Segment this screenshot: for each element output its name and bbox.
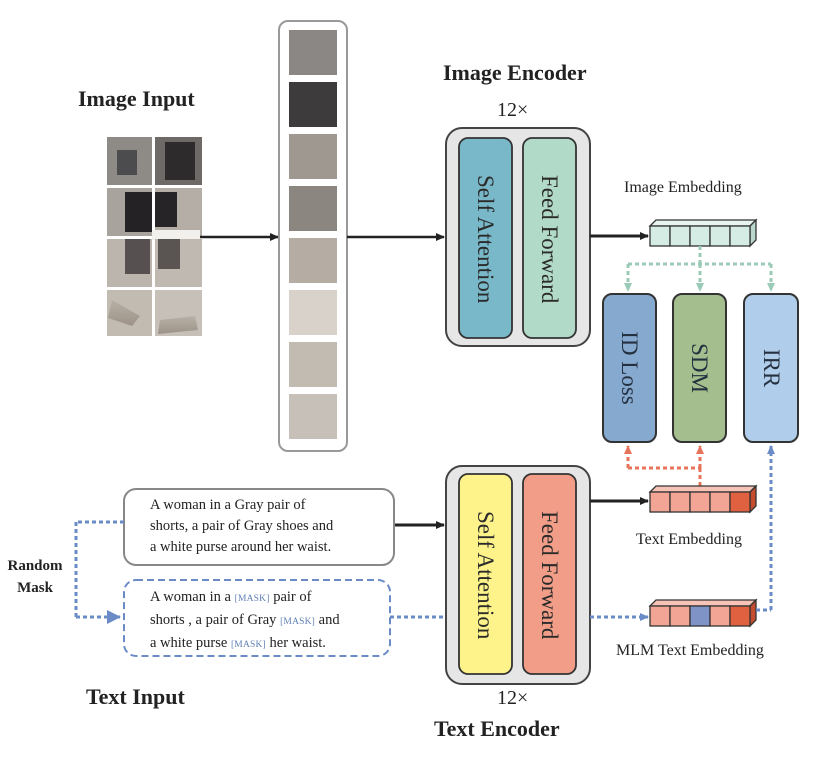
text-embedding-vector (648, 484, 758, 514)
text-encoder-title: Text Encoder (434, 716, 560, 741)
irr-box (743, 293, 799, 443)
mlm-text-embedding-label: MLM Text Embedding (616, 642, 764, 659)
patch-detail (158, 316, 198, 334)
original-text-line: a white purse around her waist. (150, 539, 332, 555)
patch-detail (125, 239, 150, 274)
image-feed-forward-block (522, 137, 577, 339)
image-input-patches (107, 137, 202, 336)
patch-detail (117, 150, 137, 175)
masked-text-line: shorts , a pair of Gray [MASK] and (150, 610, 340, 633)
patch-seq-item (289, 134, 337, 179)
text-self-attention-block (458, 473, 513, 675)
patch-seq-item (289, 82, 337, 127)
text-feed-forward-block (522, 473, 577, 675)
patch-detail (152, 230, 200, 240)
patch-seq-item (289, 186, 337, 231)
patch-detail (108, 300, 140, 326)
sdm-box (672, 293, 727, 443)
text-embedding-label: Text Embedding (636, 531, 742, 548)
mlm-to-irr-connector (756, 445, 775, 612)
patch-seq-item (289, 30, 337, 75)
patch-detail (125, 192, 152, 232)
mask-token: [MASK] (280, 617, 316, 627)
irr-label: IRR (759, 348, 784, 388)
patch-seq-item (289, 394, 337, 439)
id-loss-box (602, 293, 657, 443)
text-input-title: Text Input (86, 684, 185, 709)
random-mask-line1: Random (7, 558, 63, 574)
image-embedding-label: Image Embedding (624, 179, 742, 196)
mask-token: [MASK] (234, 594, 270, 604)
random-mask-connector (74, 520, 124, 624)
image-self-attention-block (458, 137, 513, 339)
image-embedding-vector (648, 218, 758, 248)
text-encoder-repeat: 12× (497, 687, 529, 709)
text-embedding-connectors (624, 445, 704, 486)
masked-text-line: a white purse [MASK] her waist. (150, 633, 340, 656)
text-self-attention-label: Self Attention (473, 511, 498, 640)
image-self-attention-label: Self Attention (473, 175, 498, 304)
mlm-text-embedding-vector (648, 598, 758, 628)
patch-detail (155, 192, 177, 227)
image-encoder-repeat: 12× (497, 99, 529, 121)
image-embedding-connectors (624, 246, 775, 292)
original-text-line: A woman in a Gray pair of (150, 497, 306, 513)
patch-detail (165, 142, 195, 180)
random-mask-label: Random Mask (2, 555, 68, 599)
patch-sequence (289, 30, 337, 439)
sdm-label: SDM (687, 343, 712, 393)
masked-text-segment: A woman in a (150, 589, 235, 605)
masked-text-segment: a white purse (150, 635, 231, 651)
mask-token: [MASK] (230, 640, 266, 650)
masked-text-segment: and (315, 612, 340, 628)
masked-text-segment: pair of (269, 589, 312, 605)
patch-seq-item (289, 238, 337, 283)
original-text-box (123, 488, 395, 566)
id-loss-label: ID Loss (617, 331, 642, 405)
patch-detail (158, 239, 180, 269)
image-input-title: Image Input (78, 86, 195, 111)
original-text-line: shorts, a pair of Gray shoes and (150, 518, 334, 534)
image-encoder-title: Image Encoder (443, 60, 587, 85)
masked-text-box (123, 579, 391, 657)
masked-text-segment: her waist. (265, 635, 326, 651)
original-text-content: A woman in a Gray pair of shorts, a pair… (150, 495, 333, 558)
patch-seq-item (289, 290, 337, 335)
masked-text-segment: shorts , a pair of Gray (150, 612, 281, 628)
masked-text-content: A woman in a [MASK] pair of shorts , a p… (150, 587, 340, 656)
image-feed-forward-label: Feed Forward (537, 175, 562, 304)
patch-seq-item (289, 342, 337, 387)
masked-text-line: A woman in a [MASK] pair of (150, 587, 340, 610)
text-feed-forward-label: Feed Forward (537, 511, 562, 640)
random-mask-line2: Mask (17, 580, 53, 596)
